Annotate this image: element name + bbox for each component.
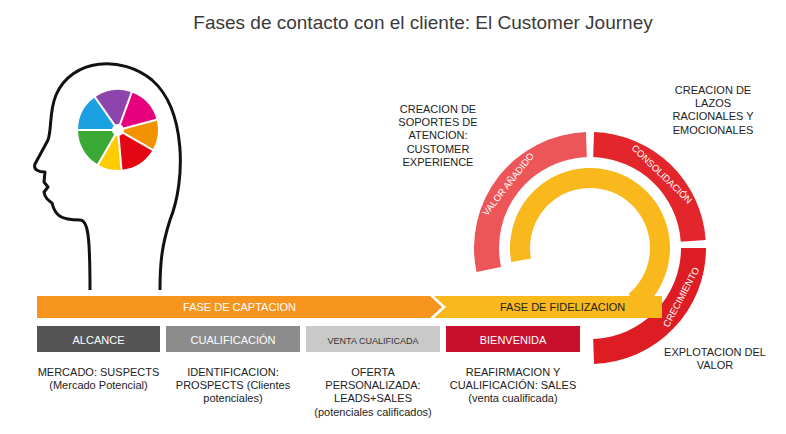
stage-box: ALCANCE (37, 326, 160, 352)
phase-band: FASE DE FIDELIZACION (434, 296, 662, 318)
node-text: VENTA CUALIFICADA (328, 328, 419, 354)
stage-description: MERCADO: SUSPECTS (Mercado Potencial) (37, 366, 160, 392)
node-text: ALCANCE (73, 327, 125, 353)
callout-text: EXPLOTACION DEL VALOR (655, 346, 775, 372)
stage-box: BIENVENIDA (446, 326, 580, 352)
node-text: CUALIFICACIÓN (191, 327, 276, 353)
brain-lobe (99, 136, 121, 170)
value-arc (474, 132, 587, 272)
callout-text: CREACION DE LAZOS RACIONALES Y EMOCIONAL… (658, 84, 768, 137)
phase-band: FASE DE CAPTACION (37, 296, 442, 318)
consolidation-arc (593, 132, 706, 242)
brain-lobe (120, 134, 153, 170)
loyalty-swoosh (510, 168, 670, 309)
node-text: BIENVENIDA (480, 327, 547, 353)
callout-text: CREACION DE SOPORTES DE ATENCION: CUSTOM… (388, 103, 488, 169)
stage-description: IDENTIFICACION: PROSPECTS (Clientes pote… (166, 366, 300, 406)
node-text: FASE DE FIDELIZACION (500, 296, 625, 318)
brain-illustration (78, 90, 158, 170)
stage-box: CUALIFICACIÓN (166, 326, 300, 352)
title: Fases de contacto con el cliente: El Cus… (0, 12, 786, 34)
head-silhouette (35, 64, 181, 290)
stage-description: OFERTA PERSONALIZADA: LEADS+SALES (poten… (306, 366, 440, 419)
stage-box: VENTA CUALIFICADA (306, 326, 440, 352)
node-text: FASE DE CAPTACION (183, 296, 296, 318)
stage-description: REAFIRMACION Y CUALIFICACIÓN: SALES (ven… (446, 366, 580, 406)
